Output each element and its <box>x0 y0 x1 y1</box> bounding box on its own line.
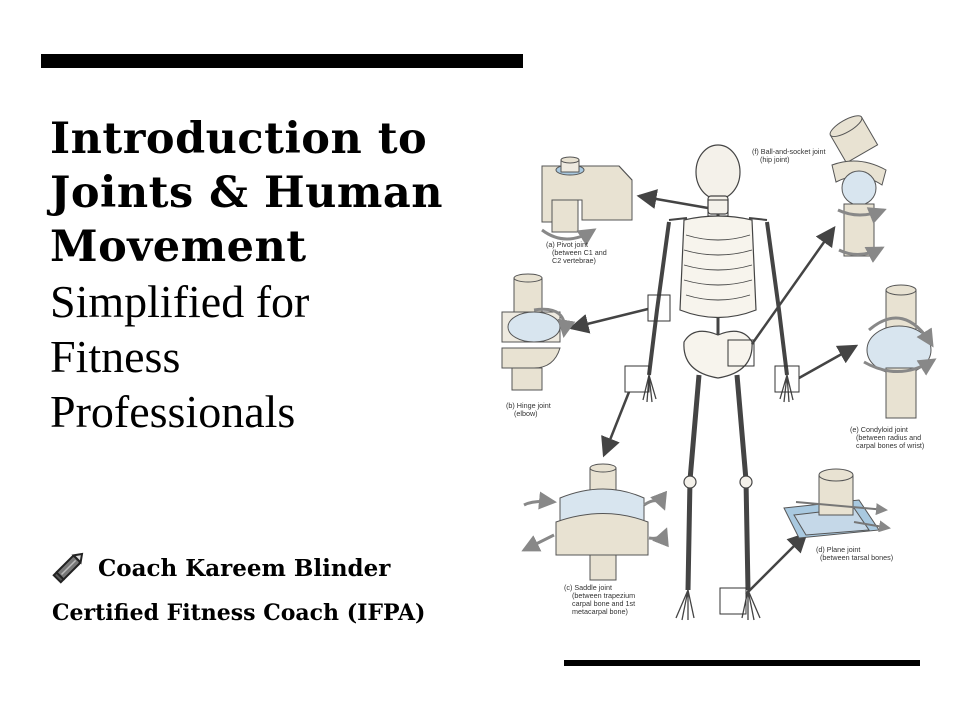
ball-label-2: (hip joint) <box>760 155 790 164</box>
bottom-decorative-bar <box>564 660 920 666</box>
subtitle-line-1: Simplified for <box>50 276 310 327</box>
top-decorative-bar <box>41 54 523 68</box>
skeleton-illustration <box>642 144 794 621</box>
author-certification: Certified Fitness Coach (IFPA) <box>52 600 426 626</box>
hinge-label-2: (elbow) <box>514 409 538 418</box>
plane-label-1: (d) Plane joint <box>816 545 860 554</box>
pivot-label-1: (a) Pivot joint <box>546 240 588 249</box>
condyloid-label-2: (between radius and <box>856 433 921 442</box>
title-line-1: Introduction to <box>50 114 428 164</box>
author-name: Coach Kareem Blinder <box>98 554 391 582</box>
condyloid-label-1: (e) Condyloid joint <box>850 425 908 434</box>
title-line-2: Joints & Human <box>50 168 443 218</box>
title-line-3: Movement <box>50 222 307 272</box>
condyloid-label-3: carpal bones of wrist) <box>856 441 924 450</box>
saddle-joint-illustration <box>521 463 669 581</box>
saddle-label-2: (between trapezium <box>572 591 635 600</box>
pencil-icon <box>52 548 88 588</box>
saddle-label-4: metacarpal bone) <box>572 607 628 616</box>
hinge-label-1: (b) Hinge joint <box>506 401 551 410</box>
joint-types-figure: (a) Pivot joint (between C1 and C2 verte… <box>494 110 942 655</box>
author-block: Coach Kareem Blinder <box>52 548 522 588</box>
ball-label-1: (f) Ball-and-socket joint <box>752 147 826 156</box>
plane-label-2: (between tarsal bones) <box>820 553 893 562</box>
slide-title: Introduction to Joints & Human Movement … <box>50 112 520 439</box>
subtitle-line-3: Professionals <box>50 386 296 437</box>
pivot-label-2: (between C1 and <box>552 248 607 257</box>
hinge-joint-illustration <box>501 273 576 391</box>
pivot-joint-illustration <box>541 156 633 246</box>
condyloid-joint-illustration <box>863 284 937 419</box>
pivot-label-3: C2 vertebrae) <box>552 256 596 265</box>
plane-joint-illustration <box>783 468 891 539</box>
ball-and-socket-joint-illustration <box>829 115 887 263</box>
subtitle-line-2: Fitness <box>50 331 181 382</box>
saddle-label-1: (c) Saddle joint <box>564 583 612 592</box>
saddle-label-3: carpal bone and 1st <box>572 599 635 608</box>
